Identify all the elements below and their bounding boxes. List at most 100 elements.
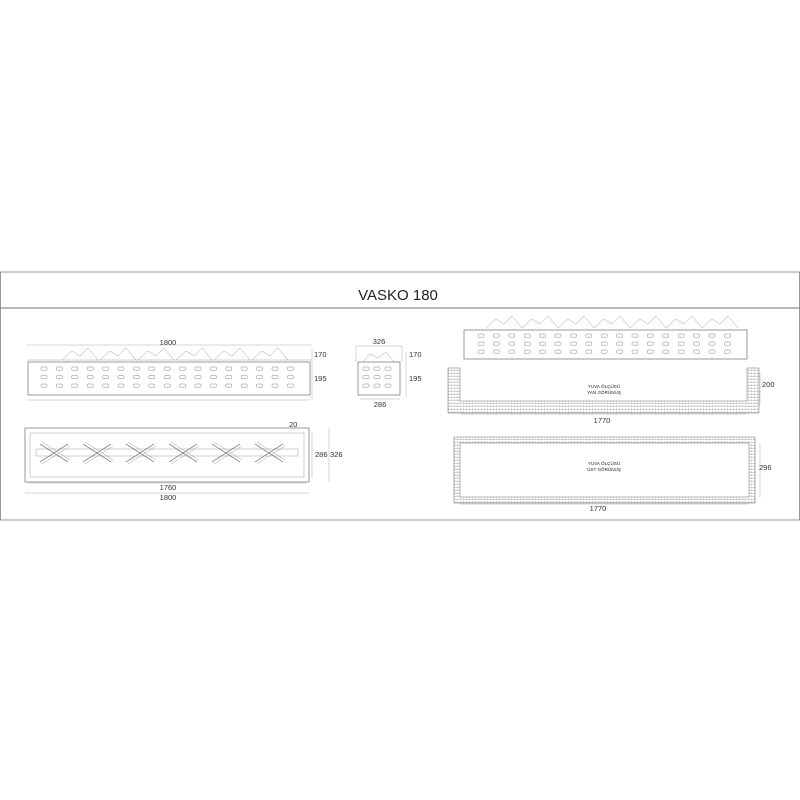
- vent-slot: [601, 341, 608, 346]
- vent-slot: [585, 349, 592, 354]
- vent-slot: [225, 366, 233, 371]
- vent-slot: [86, 383, 94, 388]
- top-inner-length-label: 1760: [160, 483, 177, 492]
- vent-slot: [631, 341, 639, 346]
- front-height-body-label: 195: [314, 374, 327, 383]
- niche-top-label-1: YUVA ÖLÇÜSÜ: [588, 460, 620, 466]
- vent-slot: [148, 383, 156, 388]
- vent-slot: [271, 375, 279, 379]
- vent-slot: [647, 341, 654, 346]
- vent-slot: [601, 349, 608, 354]
- vent-slot: [194, 375, 202, 379]
- vent-slot: [210, 375, 217, 379]
- vent-slot: [384, 383, 392, 388]
- vent-slot: [240, 366, 248, 371]
- vent-slot: [194, 366, 202, 371]
- front-view: 1800 170 195: [27, 338, 327, 401]
- front-flames: [61, 347, 289, 361]
- vent-slot: [539, 333, 546, 338]
- vent-slot: [133, 375, 140, 379]
- vent-slot: [693, 349, 700, 354]
- vent-slot: [631, 349, 639, 354]
- vent-slot: [102, 375, 109, 379]
- vent-slot: [163, 375, 171, 379]
- right-vent-slots: [477, 333, 731, 354]
- top-inner-width-label: 286: [315, 450, 328, 459]
- front-height-top-label: 170: [314, 350, 327, 359]
- flame-outline: [557, 315, 595, 329]
- flame-outline: [701, 315, 739, 329]
- front-length-label: 1800: [160, 338, 177, 347]
- niche-side-label-2: YAN GÖRÜNÜŞ: [587, 389, 621, 395]
- vent-slot: [240, 383, 248, 388]
- vent-slot: [56, 366, 63, 371]
- vent-slot: [678, 341, 685, 346]
- vent-slot: [71, 383, 79, 388]
- flame-outline: [251, 347, 289, 361]
- vent-slot: [179, 366, 186, 371]
- vent-slot: [86, 375, 94, 379]
- burner-channel: [35, 448, 299, 457]
- flame-outline: [99, 347, 137, 361]
- vent-slot: [117, 375, 125, 379]
- vent-slot: [585, 341, 592, 346]
- vent-slot: [554, 349, 562, 354]
- vent-slot: [225, 375, 233, 379]
- vent-slot: [570, 333, 577, 338]
- side-width-bottom-label: 286: [374, 400, 387, 409]
- vent-slot: [508, 341, 515, 346]
- flame-outline: [665, 315, 703, 329]
- side-height-top-label: 170: [409, 350, 422, 359]
- log-cross-outline: [170, 441, 200, 465]
- vent-slot: [373, 366, 381, 371]
- vent-slot: [148, 375, 156, 379]
- log-cross: [39, 443, 69, 463]
- vent-slot: [631, 333, 639, 338]
- vent-slot: [662, 349, 669, 354]
- side-height-body-label: 195: [409, 374, 422, 383]
- vent-slot: [40, 366, 48, 371]
- log-cross-outline: [84, 441, 114, 465]
- vent-slot: [585, 333, 592, 338]
- vent-slot: [724, 341, 731, 346]
- top-inner-frame: [29, 432, 305, 478]
- flame-outline: [61, 347, 99, 361]
- log-cross: [125, 443, 155, 463]
- log-cross-outline: [256, 441, 286, 465]
- top-view: 20 286 326 1760 1800: [24, 420, 343, 502]
- vent-slot: [493, 349, 500, 354]
- right-flames: [485, 315, 739, 329]
- vent-slot: [71, 375, 79, 379]
- flame-outline: [137, 347, 175, 361]
- side-flame-outline: [362, 351, 395, 363]
- vent-slot: [194, 383, 202, 388]
- vent-slot: [271, 383, 279, 388]
- vent-slot: [570, 341, 577, 346]
- top-outer-length-label: 1800: [160, 493, 177, 502]
- vent-slot: [362, 383, 370, 388]
- side-vent-slots: [362, 366, 392, 388]
- vent-slot: [693, 333, 700, 338]
- niche-side-label-1: YUVA ÖLÇÜSÜ: [588, 383, 620, 389]
- vent-slot: [724, 349, 731, 354]
- vent-slot: [524, 349, 531, 354]
- log-cross: [211, 443, 241, 463]
- vent-slot: [616, 333, 623, 338]
- vent-slot: [616, 349, 623, 354]
- vent-slot: [71, 366, 79, 371]
- top-outer-width-label: 326: [330, 450, 343, 459]
- vent-slot: [287, 375, 294, 379]
- top-outer-frame: [24, 427, 310, 483]
- niche-top-length-label: 1770: [590, 504, 607, 513]
- vent-slot: [477, 333, 485, 338]
- vent-slot: [256, 366, 263, 371]
- top-log-crosses: [39, 441, 286, 465]
- flame-outline: [521, 315, 559, 329]
- vent-slot: [508, 349, 515, 354]
- niche-side-length-label: 1770: [594, 416, 611, 425]
- vent-slot: [362, 366, 370, 371]
- vent-slot: [117, 383, 125, 388]
- vent-slot: [210, 366, 217, 371]
- vent-slot: [40, 375, 48, 379]
- vent-slot: [102, 366, 109, 371]
